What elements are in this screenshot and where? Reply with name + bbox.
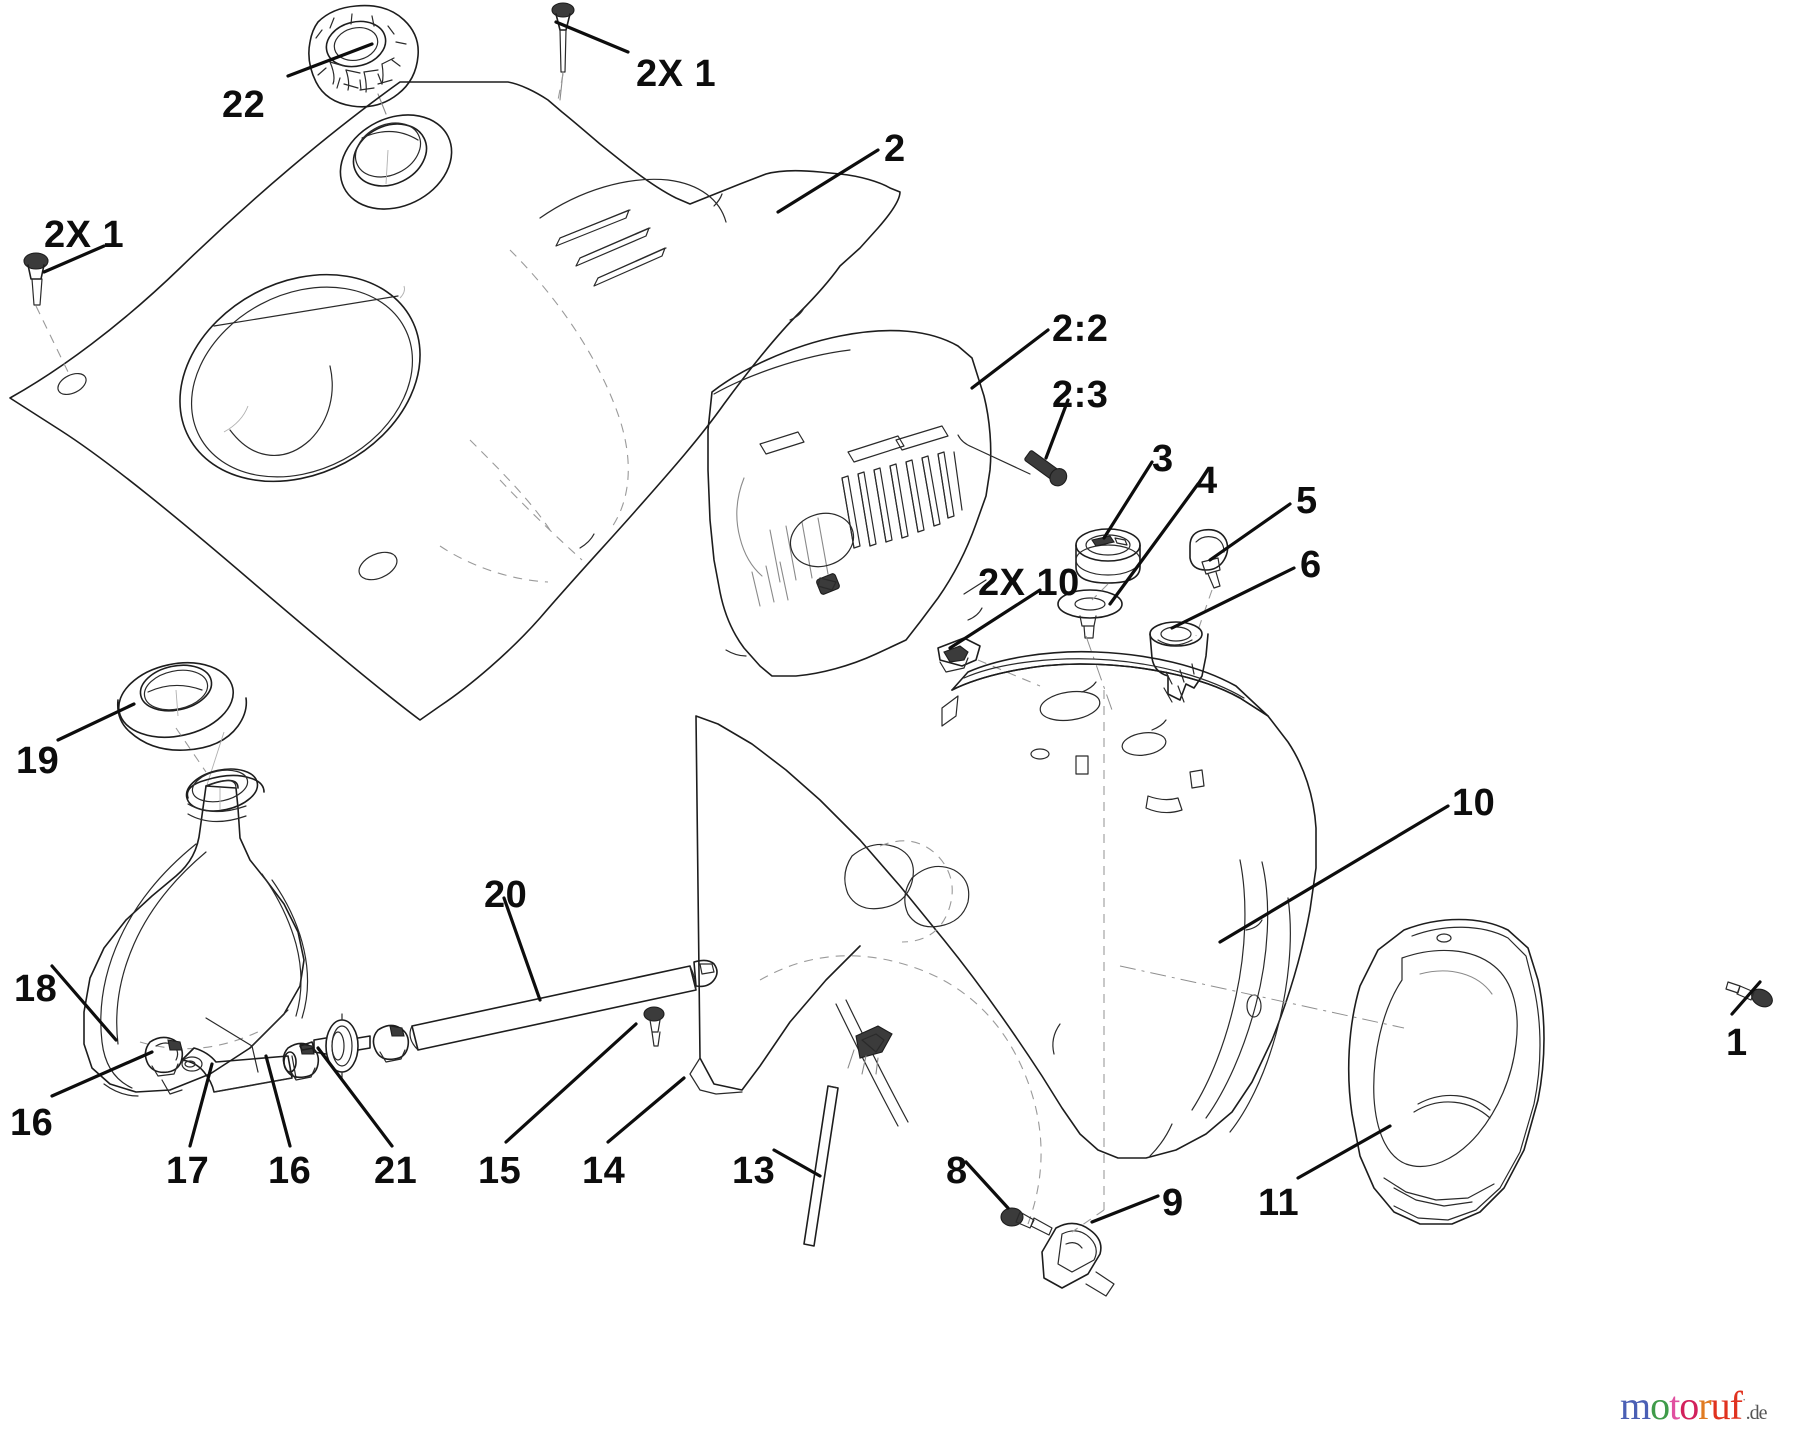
callout-label-13: 13 [732, 1150, 776, 1192]
callout-label-2x-1: 2X 1 [636, 53, 717, 95]
watermark-letter: t [1669, 1383, 1680, 1428]
callout-label-19: 19 [16, 740, 60, 782]
watermark-tick: · [1741, 1393, 1747, 1409]
watermark-letter: m [1620, 1383, 1651, 1428]
part-2-2-side-shroud [707, 329, 992, 677]
part-15-screw [643, 1006, 665, 1047]
callout-label-22: 22 [222, 84, 266, 126]
callout-label-16: 16 [268, 1150, 312, 1192]
callout-label-4: 4 [1196, 460, 1218, 502]
part-2-engine-shroud [9, 81, 901, 721]
callout-label-10: 10 [1452, 782, 1496, 824]
callout-label-2x-1: 2X 1 [44, 214, 125, 256]
part-16-clamp-left [144, 1036, 184, 1077]
callout-label-2-2: 2:2 [1052, 308, 1109, 350]
part-2-3-screw [957, 434, 1068, 595]
callout-label-3: 3 [1152, 438, 1174, 480]
callout-label-2x-10: 2X 10 [978, 562, 1080, 604]
part-4-washer [1057, 583, 1123, 711]
callout-label-15: 15 [478, 1150, 522, 1192]
part-18-fuel-tank [83, 727, 309, 1097]
part-5-ignition-key [1189, 528, 1229, 637]
part-19-grommet [116, 661, 248, 789]
watermark-letter: r [1698, 1383, 1711, 1428]
callout-label-16: 16 [10, 1102, 54, 1144]
callout-label-2-3: 2:3 [1052, 374, 1109, 416]
callout-label-5: 5 [1296, 480, 1318, 522]
part-1-screw-left [23, 252, 87, 396]
part-3-oil-cap [1075, 528, 1141, 584]
callout-label-8: 8 [946, 1150, 968, 1192]
part-13-rod [803, 1085, 839, 1247]
callout-label-18: 18 [14, 968, 58, 1010]
watermark-letter: o [1650, 1383, 1670, 1428]
watermark-suffix: .de [1745, 1402, 1768, 1424]
callout-label-11: 11 [1258, 1182, 1300, 1224]
part-6-ignition-switch [1149, 621, 1209, 703]
callout-label-1: 1 [1726, 1022, 1748, 1064]
part-9-bracket [1041, 1209, 1115, 1297]
watermark-letter: o [1679, 1383, 1699, 1428]
part-14-lower-housing [689, 650, 1317, 1225]
motoruf-watermark: motoruf·.de [1620, 1382, 1768, 1429]
part-11-side-cover [1119, 918, 1545, 1225]
watermark-letter: f [1729, 1383, 1743, 1428]
callout-label-6: 6 [1300, 544, 1322, 586]
callout-label-20: 20 [484, 874, 528, 916]
callout-label-14: 14 [582, 1150, 626, 1192]
part-21-fuel-filter [283, 1013, 371, 1079]
part-16-clamp-right [372, 1024, 410, 1063]
part-22-fuel-cap [308, 4, 420, 115]
part-1-screw-right [1725, 981, 1773, 1008]
part-20-fuel-line [409, 959, 718, 1051]
part-1-screw-top [551, 2, 575, 101]
part-8-bolt [1000, 1207, 1053, 1236]
callout-label-17: 17 [166, 1150, 210, 1192]
callout-label-9: 9 [1162, 1182, 1184, 1224]
callout-label-2: 2 [884, 128, 906, 170]
callout-label-21: 21 [374, 1150, 418, 1192]
watermark-letter: u [1710, 1383, 1731, 1428]
